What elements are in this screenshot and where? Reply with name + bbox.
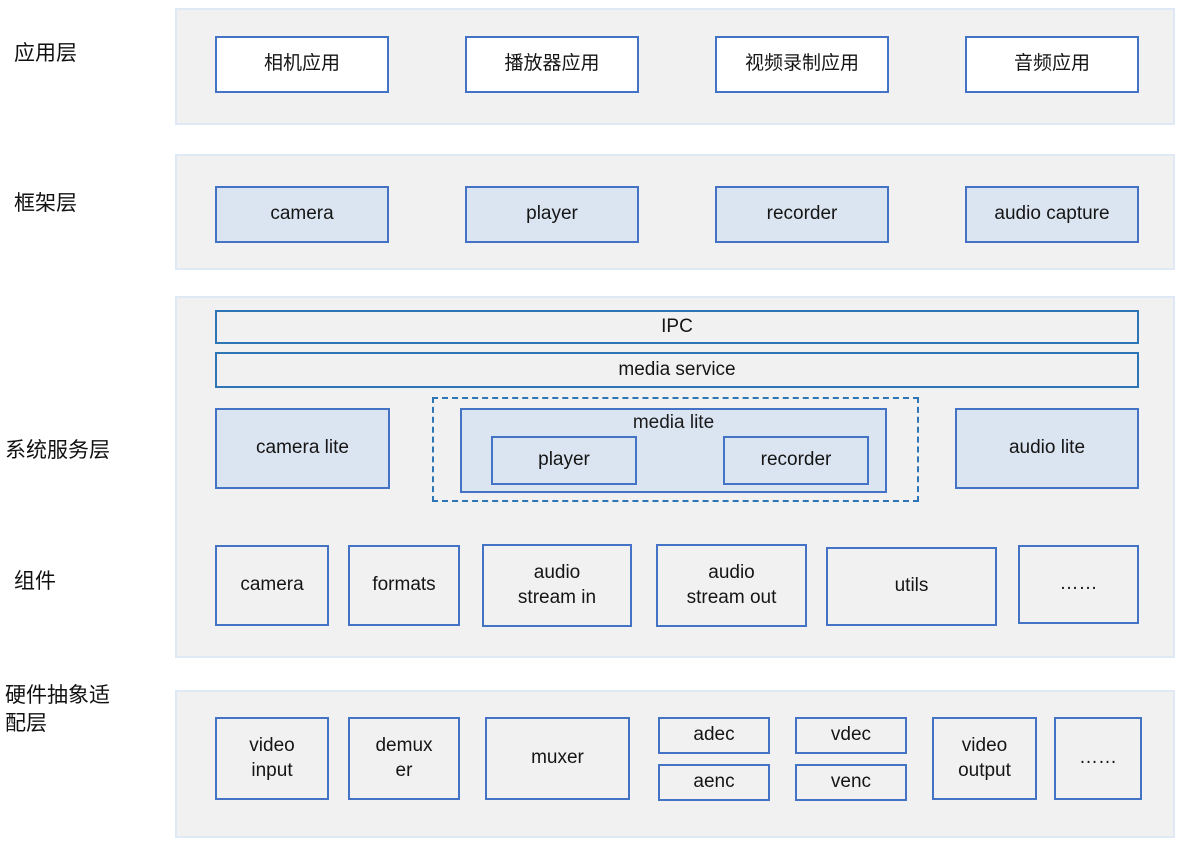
component-box-audio-stream-out: audio stream out — [656, 544, 807, 627]
component-box-ellipsis: …… — [1018, 545, 1139, 624]
component-box-audio-stream-in: audio stream in — [482, 544, 632, 627]
component-box-formats: formats — [348, 545, 460, 626]
hal-box-muxer: muxer — [485, 717, 630, 800]
hal-box-aenc: aenc — [658, 764, 770, 801]
fw-box-audio-capture: audio capture — [965, 186, 1139, 243]
component-box-utils: utils — [826, 547, 997, 626]
component-box-audio-stream-out-label: audio stream out — [686, 561, 777, 608]
label-components-layer: 组件 — [14, 570, 56, 593]
component-box-audio-stream-in-label: audio stream in — [517, 561, 597, 608]
fw-box-recorder: recorder — [715, 186, 889, 243]
hal-box-video-output-label: video output — [958, 734, 1011, 781]
fw-box-player: player — [465, 186, 639, 243]
media-lite-dashed-group: media lite player recorder — [432, 397, 919, 502]
hal-box-video-output: video output — [932, 717, 1037, 800]
audio-lite-box: audio lite — [955, 408, 1139, 489]
ipc-bar: IPC — [215, 310, 1139, 344]
label-system-service-layer: 系统服务层 — [5, 439, 110, 462]
fw-box-camera: camera — [215, 186, 389, 243]
hal-layer-band: video input demuxer muxer adec aenc vdec… — [175, 690, 1175, 838]
hal-box-video-input: video input — [215, 717, 329, 800]
media-lite-player-box: player — [491, 436, 637, 485]
media-lite-recorder-box: recorder — [723, 436, 869, 485]
hal-box-adec: adec — [658, 717, 770, 754]
system-service-layer-band: IPC media service camera lite media lite… — [175, 296, 1175, 658]
framework-layer-band: camera player recorder audio capture — [175, 154, 1175, 270]
hal-box-venc: venc — [795, 764, 907, 801]
component-box-camera: camera — [215, 545, 329, 626]
app-box-player-app: 播放器应用 — [465, 36, 639, 93]
hal-box-vdec: vdec — [795, 717, 907, 754]
hal-box-demuxer: demuxer — [348, 717, 460, 800]
hal-box-demuxer-label: demuxer — [375, 734, 433, 781]
app-box-audio-app: 音频应用 — [965, 36, 1139, 93]
label-application-layer: 应用层 — [14, 42, 77, 65]
label-hal-layer: 硬件抽象适配层 — [5, 684, 110, 736]
app-box-video-record-app: 视频录制应用 — [715, 36, 889, 93]
app-box-camera-app: 相机应用 — [215, 36, 389, 93]
media-lite-title: media lite — [632, 412, 715, 433]
media-service-bar: media service — [215, 352, 1139, 388]
camera-lite-box: camera lite — [215, 408, 390, 489]
hal-box-ellipsis: …… — [1054, 717, 1142, 800]
label-framework-layer: 框架层 — [14, 192, 77, 215]
application-layer-band: 相机应用 播放器应用 视频录制应用 音频应用 — [175, 8, 1175, 125]
media-lite-box: media lite player recorder — [460, 408, 887, 493]
hal-box-video-input-label: video input — [249, 734, 295, 781]
